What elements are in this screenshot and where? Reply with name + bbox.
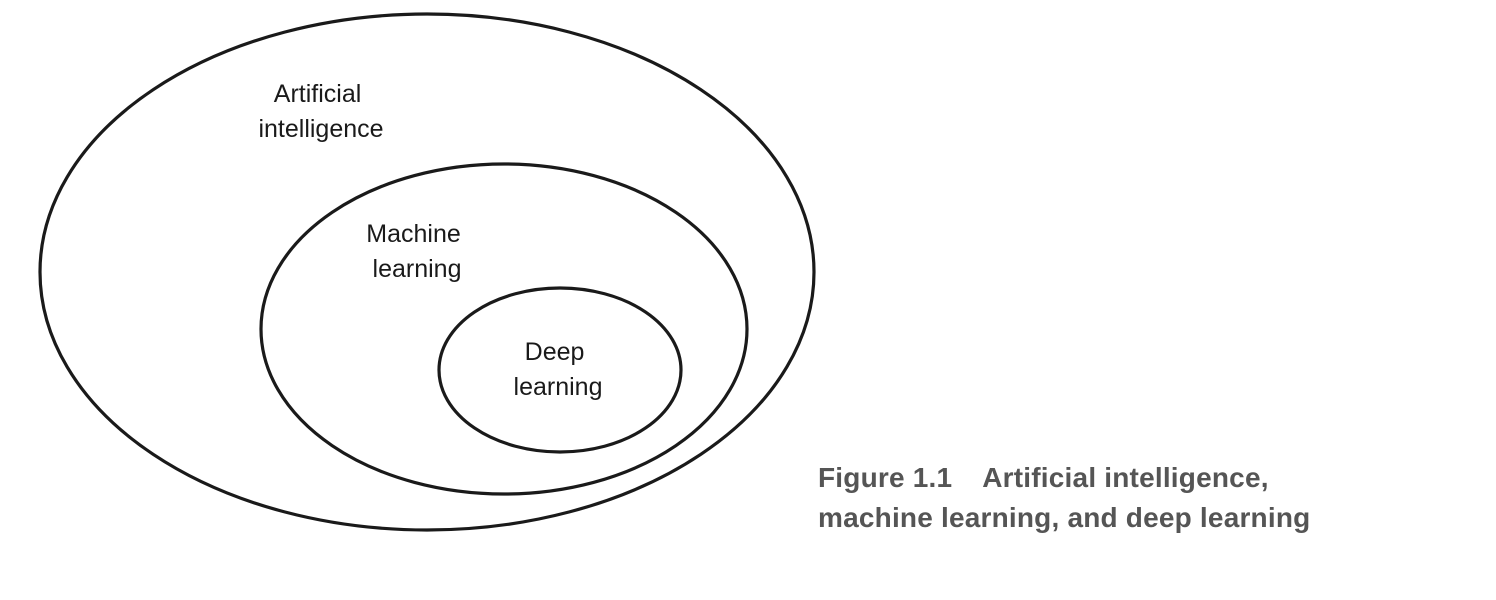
ai-ellipse <box>38 12 816 532</box>
ai-label: Artificial intelligence <box>258 80 383 143</box>
ml-label-line-1: Machine <box>366 220 461 248</box>
ml-ellipse <box>259 162 749 496</box>
dl-label-line-1: Deep <box>525 338 585 366</box>
ml-label: Machine learning <box>366 220 467 283</box>
caption-line-2: machine learning, and deep learning <box>818 502 1311 533</box>
caption-text-line-1: Artificial intelligence, <box>982 462 1269 493</box>
dl-label: Deep learning <box>514 338 603 401</box>
dl-ellipse <box>437 286 683 454</box>
ai-label-line-2: intelligence <box>258 115 383 143</box>
figure-number: Figure 1.1 <box>818 462 953 493</box>
ai-label-line-1: Artificial <box>274 80 362 108</box>
dl-label-line-2: learning <box>514 373 603 401</box>
caption-line-1: Figure 1.1 Artificial intelligence, <box>818 458 1458 498</box>
figure-caption: Figure 1.1 Artificial intelligence, machi… <box>818 458 1458 538</box>
ml-label-line-2: learning <box>373 255 462 283</box>
